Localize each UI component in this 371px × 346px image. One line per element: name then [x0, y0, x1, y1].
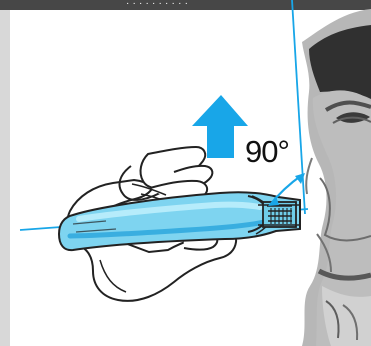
face-illustration — [302, 9, 371, 346]
angle-label: 90° — [245, 136, 289, 167]
